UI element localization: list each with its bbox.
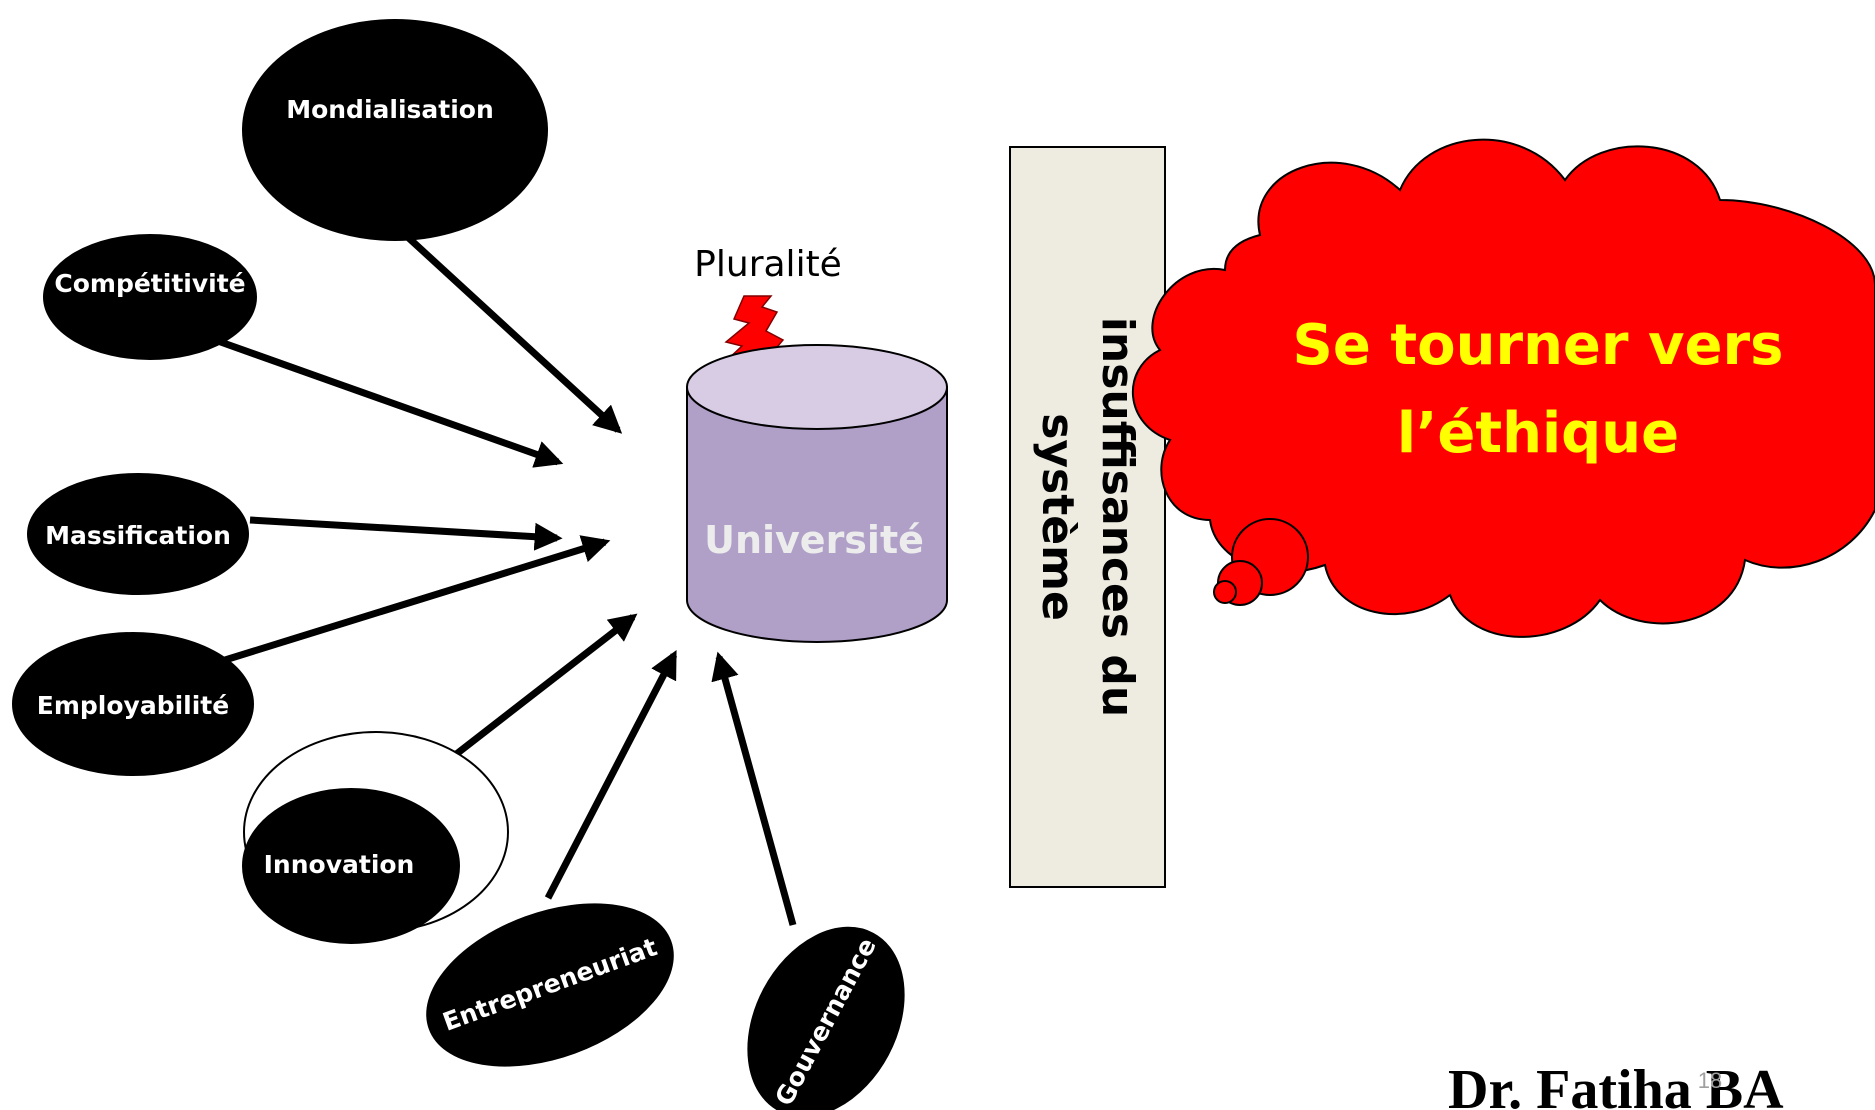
university-label: Université bbox=[704, 518, 924, 562]
university-cylinder: Université bbox=[686, 344, 948, 643]
factor-oval bbox=[242, 788, 460, 944]
factor-oval bbox=[27, 473, 249, 595]
factor-label: Compétitivité bbox=[54, 269, 245, 298]
factor-oval bbox=[747, 926, 905, 1110]
factor-oval bbox=[12, 632, 254, 776]
author-name: Dr. Fatiha BA bbox=[1448, 1059, 1784, 1110]
pluralite-label: Pluralité bbox=[694, 244, 842, 285]
thought-bubble-small bbox=[1213, 580, 1237, 604]
cloud-line2: l’éthique bbox=[1397, 401, 1679, 466]
cylinder-body bbox=[686, 386, 948, 643]
factor-oval bbox=[242, 19, 548, 241]
factor-mondialisation: Mondialisation bbox=[242, 19, 548, 241]
page-number: 18 bbox=[1698, 1068, 1722, 1093]
arrow-mondialisation bbox=[397, 227, 623, 434]
bar-line2: système bbox=[1032, 413, 1083, 621]
thought-cloud: Se tourner vers l’éthique bbox=[1131, 138, 1875, 638]
cylinder-top bbox=[686, 344, 948, 430]
cloud-line1: Se tourner vers bbox=[1293, 313, 1784, 378]
factor-oval bbox=[43, 234, 257, 360]
arrow-employabilite bbox=[223, 535, 611, 664]
factor-gouvernance: Gouvernance bbox=[747, 926, 905, 1110]
factor-employabilite: Employabilité bbox=[12, 632, 254, 776]
arrow-competitivite bbox=[213, 336, 564, 468]
cloud-shape bbox=[1131, 138, 1875, 638]
factor-label: Innovation bbox=[264, 850, 415, 879]
factor-label: Employabilité bbox=[37, 691, 229, 720]
factor-label: Mondialisation bbox=[286, 95, 494, 124]
arrow-massification bbox=[249, 516, 563, 551]
factor-massification: Massification bbox=[27, 473, 249, 595]
factor-label: Massification bbox=[45, 521, 231, 550]
arrow-entrepreneuriat bbox=[544, 650, 678, 900]
insufficiency-bar: insuffisances du système bbox=[1009, 146, 1166, 888]
factor-innovation: Innovation bbox=[242, 731, 509, 944]
factor-oval bbox=[426, 903, 674, 1067]
factor-competitivite: Compétitivité bbox=[43, 234, 257, 360]
arrow-gouvernance bbox=[711, 651, 797, 926]
bar-box bbox=[1009, 146, 1166, 888]
factor-entrepreneuriat: Entrepreneuriat bbox=[426, 903, 674, 1067]
